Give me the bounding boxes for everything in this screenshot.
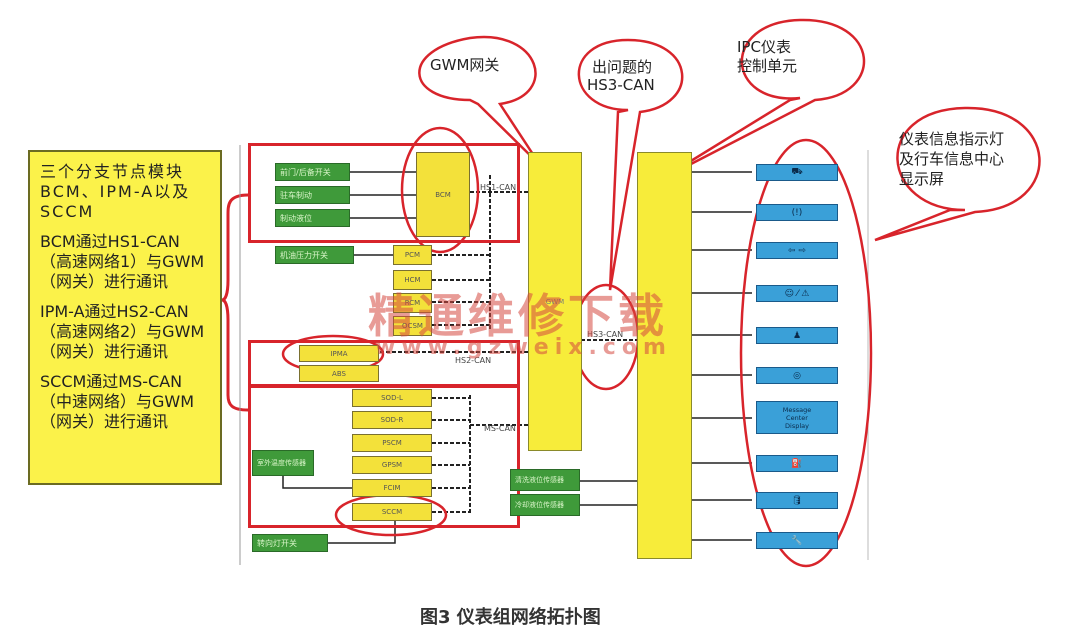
turn-arrow-icon: ⇦ ⇨ <box>788 245 806 256</box>
sod-r-module: SOD-R <box>352 411 432 429</box>
ipma-module: IPMA <box>299 345 379 362</box>
sccm-module: SCCM <box>352 503 432 521</box>
mc-line-1: Message <box>782 405 812 414</box>
airbag-indicator: ☺ ⁄ ⚠ <box>756 285 838 302</box>
turn-signal-indicator: ⇦ ⇨ <box>756 242 838 259</box>
oil-pressure-input: 机油压力开关 <box>275 246 354 264</box>
fuel-pump-icon: ⛽ <box>791 458 803 469</box>
display-bubble <box>874 106 1041 242</box>
description-panel: 三个分支节点模块BCM、IPM-A以及SCCM BCM通过HS1-CAN（高速网… <box>28 150 222 485</box>
coolant-level-input: 冷却液位传感器 <box>510 494 580 516</box>
door-ajar-indicator: ⛟ <box>756 164 838 181</box>
fuel-indicator: ⛽ <box>756 455 838 472</box>
message-center-display: Message Center Display <box>756 401 838 434</box>
watermark-url: www.gzweix.com <box>375 335 672 360</box>
display-bubble-line2: 及行车信息中心 <box>899 150 1005 168</box>
airbag-icon: ☺ ⁄ ⚠ <box>784 288 810 299</box>
seatbelt-icon: ♟ <box>792 330 802 341</box>
ipc-instrument-bar <box>637 152 692 559</box>
hs3-label: HS3-CAN <box>587 330 624 339</box>
wrench-icon: 🔧 <box>791 535 803 546</box>
ipma-description: IPM-A通过HS2-CAN（高速网络2）与GWM（网关）进行通讯 <box>40 302 205 361</box>
gpsm-module: GPSM <box>352 456 432 474</box>
watermark-cn: 精通维修下载 <box>368 289 668 343</box>
abs-indicator: ◎ <box>756 367 838 384</box>
display-bubble-line3: 显示屏 <box>899 170 945 188</box>
mc-line-3: Display <box>785 421 809 430</box>
parking-brake-indicator: (!) <box>756 204 838 221</box>
sccm-group-box <box>248 384 520 528</box>
abs-icon: ◎ <box>793 370 801 381</box>
hs3-bubble <box>577 38 684 291</box>
car-icon: ⛟ <box>791 167 803 177</box>
hs3-bubble-line2: HS3-CAN <box>587 76 655 94</box>
sccm-description: SCCM通过MS-CAN（中速网络）与GWM（网关）进行通讯 <box>40 372 195 431</box>
parking-brake-input: 驻车制动 <box>275 186 350 204</box>
mc-line-2: Center <box>786 413 808 422</box>
oil-pressure-indicator: 🛢 <box>756 492 838 509</box>
door-switch-input: 前门/后备开关 <box>275 163 350 181</box>
bcm-module: BCM <box>416 152 470 237</box>
ipc-output-arrows <box>690 171 752 541</box>
hs2-label: HS2-CAN <box>455 356 492 365</box>
ipc-bubble <box>659 18 866 182</box>
ambient-temp-input: 室外温度传感器 <box>252 450 314 476</box>
gwm-bubble-text: GWM网关 <box>430 56 500 74</box>
bcm-group-box <box>248 143 520 243</box>
seatbelt-indicator: ♟ <box>756 327 838 344</box>
hcm-module: HCM <box>393 270 432 290</box>
service-indicator: 🔧 <box>756 532 838 549</box>
hs3-bubble-line1: 出问题的 <box>592 58 653 76</box>
ocsm-module: OCSM <box>393 316 432 336</box>
abs-module: ABS <box>299 365 379 382</box>
intro-text: 三个分支节点模块BCM、IPM-A以及SCCM <box>40 162 191 221</box>
ipc-bubble-line2: 控制单元 <box>737 57 798 75</box>
sod-l-module: SOD-L <box>352 389 432 407</box>
washer-fluid-input: 清洗液位传感器 <box>510 469 580 491</box>
ipc-bubble-line1: IPC仪表 <box>737 38 791 56</box>
brake-icon: (!) <box>791 207 803 218</box>
bcm-highlight <box>400 126 480 254</box>
display-bubble-line1: 仪表信息指示灯 <box>899 130 1005 148</box>
bcm-description: BCM通过HS1-CAN（高速网络1）与GWM（网关）进行通讯 <box>40 232 205 291</box>
gwm-bubble <box>418 35 542 166</box>
hs1-label: HS1-CAN <box>480 183 517 192</box>
fcim-module: FCIM <box>352 479 432 497</box>
gwm-gateway-bar: GWM <box>528 152 582 451</box>
display-highlight <box>739 138 873 568</box>
oil-can-icon: 🛢 <box>791 495 803 506</box>
rcm-module: RCM <box>393 293 432 313</box>
brake-fluid-input: 制动液位 <box>275 209 350 227</box>
grouping-bracket <box>221 193 249 412</box>
ms-label: MS-CAN <box>484 424 516 433</box>
figure-caption: 图3 仪表组网络拓扑图 <box>420 607 601 628</box>
turn-switch-input: 转向灯开关 <box>252 534 328 552</box>
pcm-module: PCM <box>393 245 432 265</box>
pscm-module: PSCM <box>352 434 432 452</box>
